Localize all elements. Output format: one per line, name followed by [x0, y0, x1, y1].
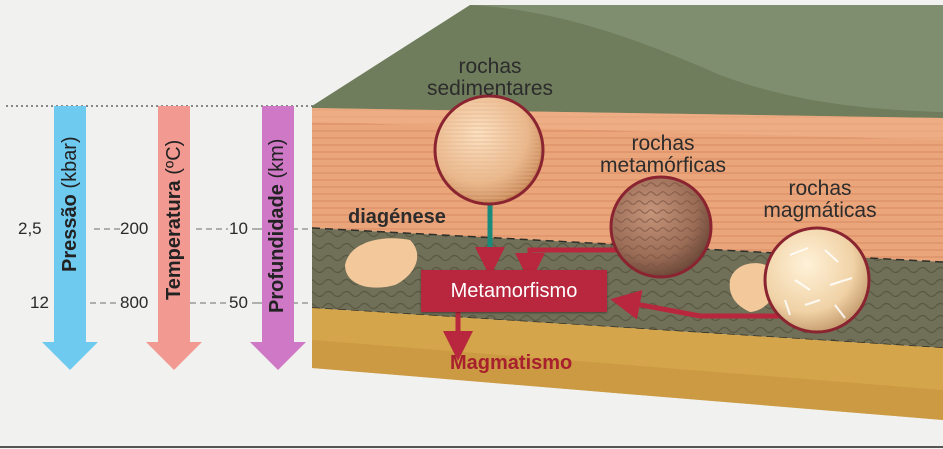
metamorphism-box: Metamorfismo: [421, 270, 607, 312]
temperature-title: Temperatura (ºC): [163, 139, 185, 300]
magmatic-to-meta-arrow: [610, 290, 790, 320]
temperature-value-1: 200: [120, 219, 149, 238]
magmatism-label: Magmatismo: [450, 352, 573, 374]
temperature-value-2: 800: [120, 293, 149, 312]
pressure-title: Pressão (kbar): [59, 136, 81, 272]
metamorphic-to-meta-arrow: [515, 247, 620, 283]
temperature-arrow: [146, 106, 202, 370]
pressure-arrow: [42, 106, 98, 370]
metamorphic-label: rochas metamórficas: [599, 132, 727, 178]
pressure-value-1: 2,5: [18, 219, 42, 238]
diagenesis-label: diagénese: [348, 206, 446, 228]
depth-value-1: 10: [229, 219, 248, 238]
diagenesis-blob: [345, 238, 418, 288]
sedimentary-rock-sphere: [433, 94, 545, 206]
sedimentary-label: rochas sedimentares: [426, 55, 554, 101]
metamorphic-rock-sphere: [609, 175, 713, 279]
magmatic-rock-sphere: [763, 226, 871, 334]
depth-value-2: 50: [229, 293, 248, 312]
pressure-value-2: 12: [30, 293, 49, 312]
magmatic-label: rochas magmáticas: [763, 177, 877, 223]
depth-title: Profundidade (km): [266, 138, 288, 313]
depth-arrow: [250, 106, 306, 370]
